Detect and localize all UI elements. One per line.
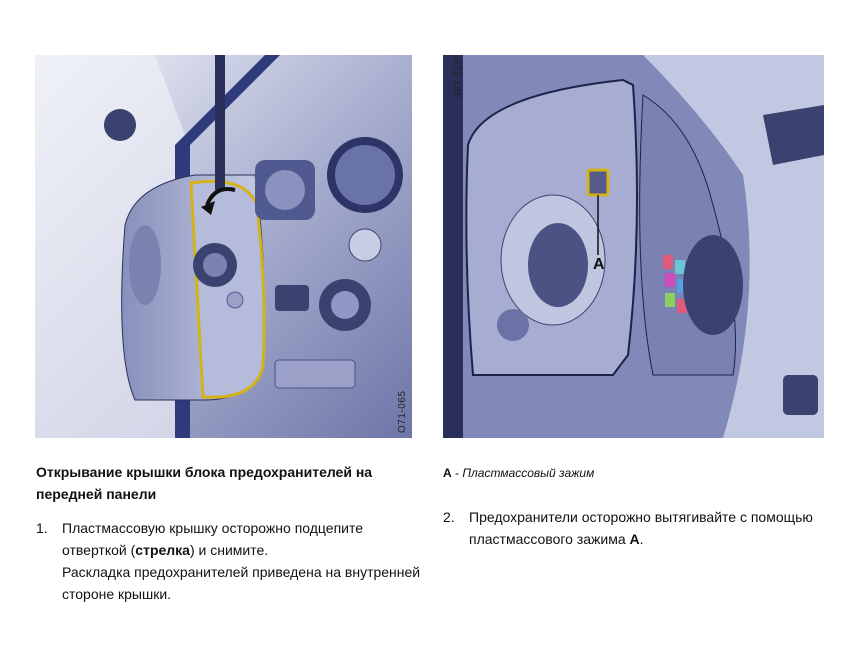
section-heading: Открывание крышки блока предохранителей … [36, 464, 373, 502]
step-note: Раскладка предохранителей приведена на в… [62, 564, 421, 602]
callout-a-label: A [593, 256, 605, 273]
caption-text: Пластмассовый зажим [462, 466, 595, 480]
caption-separator: - [451, 466, 463, 480]
caption-letter: A [443, 466, 452, 480]
step-number: 2. [443, 509, 455, 525]
figure-caption: A - Пластмассовый зажим [443, 462, 594, 484]
step-1: 1. Пластмассовую крышку осторожно подцеп… [36, 517, 426, 605]
step-text-end: . [639, 531, 644, 547]
figure-code: 071-185 [451, 58, 462, 99]
step-bold: стрелка [135, 542, 190, 558]
figure-cover-removal: O71-065 [35, 55, 412, 438]
step-text-end: ) и снимите. [189, 542, 269, 558]
step-text: Предохранители осторожно вытягивайте с п… [469, 509, 813, 547]
step-text: Пластмассовую крышку осторожно подцепите… [62, 520, 364, 558]
step-number: 1. [36, 520, 48, 536]
figure-code: O71-065 [397, 390, 408, 433]
step-bold: A [629, 531, 640, 547]
dashboard-illustration [35, 55, 412, 438]
fuse-box-illustration: A [443, 55, 824, 438]
figure-fuse-box: A 071-185 [443, 55, 824, 438]
step-2: 2. Предохранители осторожно вытягивайте … [443, 506, 833, 550]
